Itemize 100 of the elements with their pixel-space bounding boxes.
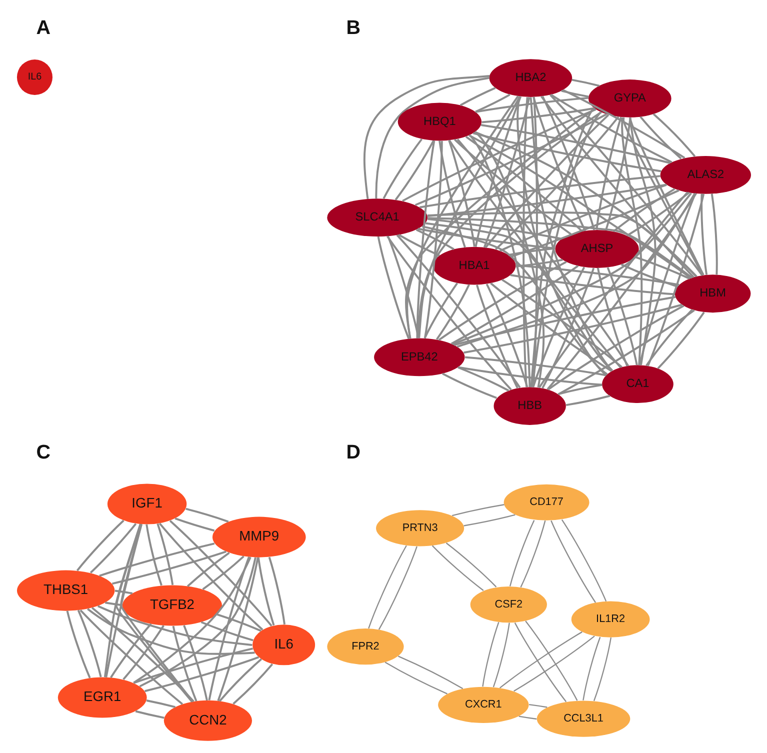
label: D <box>346 441 360 464</box>
connector <box>145 524 162 586</box>
connector <box>557 384 602 396</box>
node-ellipse: ALAS2 <box>660 156 750 194</box>
connector <box>515 264 679 286</box>
connector <box>626 192 690 237</box>
connector <box>454 138 572 235</box>
connector <box>474 96 522 247</box>
connector <box>560 90 588 98</box>
connector <box>398 234 440 256</box>
connector <box>592 637 612 702</box>
connector <box>452 504 504 516</box>
label: B <box>346 16 360 39</box>
connector <box>386 236 512 390</box>
connector <box>158 522 263 630</box>
connector <box>562 89 685 159</box>
label: C <box>36 441 50 464</box>
connector <box>438 260 566 341</box>
connector <box>532 96 586 232</box>
node-ellipse: CD177 <box>503 484 589 520</box>
connector <box>532 266 585 388</box>
connector <box>445 542 496 588</box>
connector <box>550 94 672 164</box>
node-ellipse: TGFB2 <box>122 585 222 626</box>
connector <box>168 520 272 627</box>
node-ellipse: CSF2 <box>470 586 546 623</box>
connector <box>416 140 435 338</box>
connector <box>582 636 600 700</box>
node-ellipse: CA1 <box>602 365 673 404</box>
connector <box>510 189 679 258</box>
connector <box>604 117 631 231</box>
connector <box>111 550 226 585</box>
label: A <box>36 16 50 39</box>
connector <box>472 132 661 172</box>
connector <box>639 116 682 160</box>
connector <box>218 658 262 702</box>
connector <box>524 620 578 701</box>
connector <box>620 117 642 366</box>
node-ellipse: IL1R2 <box>570 601 650 638</box>
connector <box>66 610 90 678</box>
connector <box>508 247 554 256</box>
connector <box>378 546 417 630</box>
connector <box>474 130 544 388</box>
connector <box>144 656 259 692</box>
connector <box>494 116 619 250</box>
node-ellipse: GYPA <box>588 80 671 118</box>
connector <box>652 113 696 158</box>
connector <box>463 304 682 354</box>
connector <box>474 96 588 113</box>
connector <box>628 118 656 366</box>
connector <box>464 356 606 376</box>
connector <box>98 542 214 577</box>
node-ellipse: SLC4A1 <box>326 198 428 237</box>
connector <box>700 194 708 275</box>
connector <box>571 78 600 87</box>
connector <box>457 366 602 386</box>
connector <box>89 523 136 574</box>
connector <box>86 608 254 655</box>
connector <box>96 605 252 646</box>
connector <box>423 140 442 338</box>
connector <box>146 700 176 708</box>
node-ellipse: HBA2 <box>488 59 572 97</box>
connector <box>427 218 562 240</box>
connector <box>134 710 164 719</box>
connector <box>498 631 582 688</box>
node-ellipse: HBB <box>493 387 566 425</box>
connector <box>431 545 484 591</box>
connector <box>376 236 410 340</box>
connector <box>368 545 406 629</box>
connector <box>419 175 660 208</box>
connector <box>448 140 475 247</box>
connector <box>508 520 534 586</box>
connector <box>232 663 273 705</box>
connector <box>516 96 606 376</box>
connector <box>200 621 253 642</box>
connector <box>268 556 285 625</box>
connector <box>547 304 684 390</box>
node-ellipse: HBQ1 <box>397 102 482 141</box>
connector <box>606 267 638 366</box>
connector <box>397 656 463 690</box>
node-ellipse: FPR2 <box>326 628 404 665</box>
node-ellipse: CCL3L1 <box>536 700 630 737</box>
node-ellipse: IGF1 <box>106 484 186 524</box>
connector <box>216 557 258 702</box>
connector <box>645 309 692 366</box>
connector <box>558 309 694 395</box>
connector <box>634 256 690 280</box>
connector <box>453 296 676 346</box>
connector <box>104 602 122 606</box>
connector <box>484 114 609 248</box>
connector <box>216 614 261 632</box>
connector <box>638 193 696 366</box>
connector <box>208 556 250 700</box>
connector <box>156 523 174 586</box>
connector <box>528 704 547 708</box>
connector <box>480 124 670 164</box>
connector <box>520 520 546 588</box>
connector <box>515 258 562 268</box>
connector <box>596 268 628 366</box>
connector <box>396 234 520 388</box>
